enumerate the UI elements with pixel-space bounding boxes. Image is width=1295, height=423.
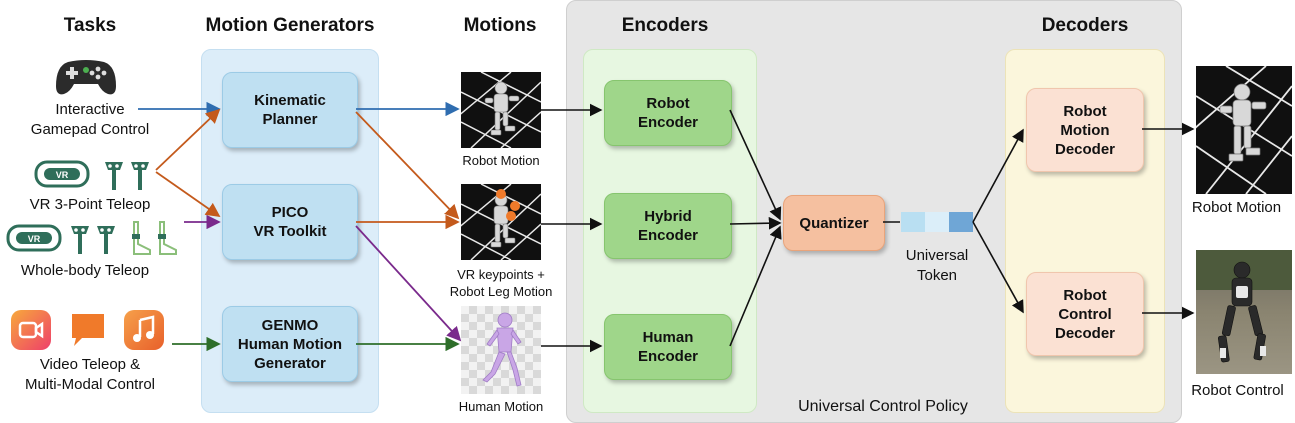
encoders-header: Encoders	[621, 15, 709, 36]
task-label-gamepad: Interactive Gamepad Control	[30, 101, 150, 138]
motions-header: Motions	[463, 15, 537, 36]
arrow-human-encoder-to-quantizer	[729, 225, 782, 347]
kinematic-planner-node: Kinematic Planner	[222, 72, 358, 148]
vr-controllers-icon	[105, 162, 149, 190]
vr-controllers-icon	[71, 226, 115, 254]
robot-encoder-node: Robot Encoder	[604, 80, 732, 146]
task-label-vr-3point: VR 3-Point Teleop	[29, 196, 151, 213]
foot-trackers-icon	[132, 221, 177, 255]
token-segment	[925, 212, 949, 232]
motion-label-robot: Robot Motion	[462, 153, 540, 168]
token-segment	[901, 212, 925, 232]
human-encoder-node: Human Encoder	[604, 314, 732, 380]
music-note-icon	[124, 310, 164, 350]
svg-text:VR: VR	[28, 234, 41, 244]
arrow-robot-encoder-to-quantizer	[729, 109, 782, 221]
robot-control-decoder-node: Robot Control Decoder	[1026, 272, 1144, 356]
motion-label-human: Human Motion	[458, 399, 544, 414]
hybrid-encoder-node: Hybrid Encoder	[604, 193, 732, 259]
genmo-generator-node: GENMO Human Motion Generator	[222, 306, 358, 382]
task-label-video-multimodal: Video Teleop & Multi-Modal Control	[24, 356, 156, 393]
arrow-vr3-to-planner	[155, 108, 221, 171]
motion-label-vr-keypoints: VR keypoints + Robot Leg Motion	[449, 267, 553, 299]
video-camera-icon	[11, 310, 51, 350]
arrow-hybrid-encoder-to-quantizer	[729, 216, 782, 230]
human-motion-image	[461, 306, 541, 394]
robot-motion-decoder-node: Robot Motion Decoder	[1026, 88, 1144, 172]
robot-control-output-image	[1196, 250, 1292, 374]
svg-text:VR: VR	[56, 170, 69, 180]
token-segment	[949, 212, 973, 232]
arrow-token-to-control-decoder	[972, 221, 1024, 314]
quantizer-node: Quantizer	[783, 195, 885, 251]
universal-token-bar	[901, 212, 973, 232]
chat-bubble-icon	[68, 310, 108, 350]
decoders-header: Decoders	[1041, 15, 1129, 36]
gamepad-icon	[56, 60, 116, 95]
pico-vr-toolkit-node: PICO VR Toolkit	[222, 184, 358, 260]
universal-token-label: Universal Token	[905, 247, 969, 284]
vr-headset-icon: VR	[6, 224, 62, 252]
vr-headset-icon: VR	[34, 160, 90, 188]
arrow-token-to-motion-decoder	[972, 128, 1024, 223]
arrow-pico-to-human-motion	[355, 225, 462, 342]
arrow-planner-to-vr-motion	[355, 111, 460, 220]
output-label-robot-control: Robot Control	[1191, 382, 1284, 399]
task-label-whole-body: Whole-body Teleop	[20, 262, 150, 279]
output-label-robot-motion: Robot Motion	[1191, 199, 1282, 216]
universal-control-policy-label: Universal Control Policy	[798, 398, 968, 415]
tasks-header: Tasks	[63, 15, 117, 36]
robot-motion-image	[461, 72, 541, 148]
robot-motion-output-image	[1196, 66, 1292, 194]
arrow-vr3-to-pico	[155, 171, 221, 218]
vr-keypoints-leg-motion-image	[461, 184, 541, 260]
motion-generators-header: Motion Generators	[205, 15, 375, 36]
